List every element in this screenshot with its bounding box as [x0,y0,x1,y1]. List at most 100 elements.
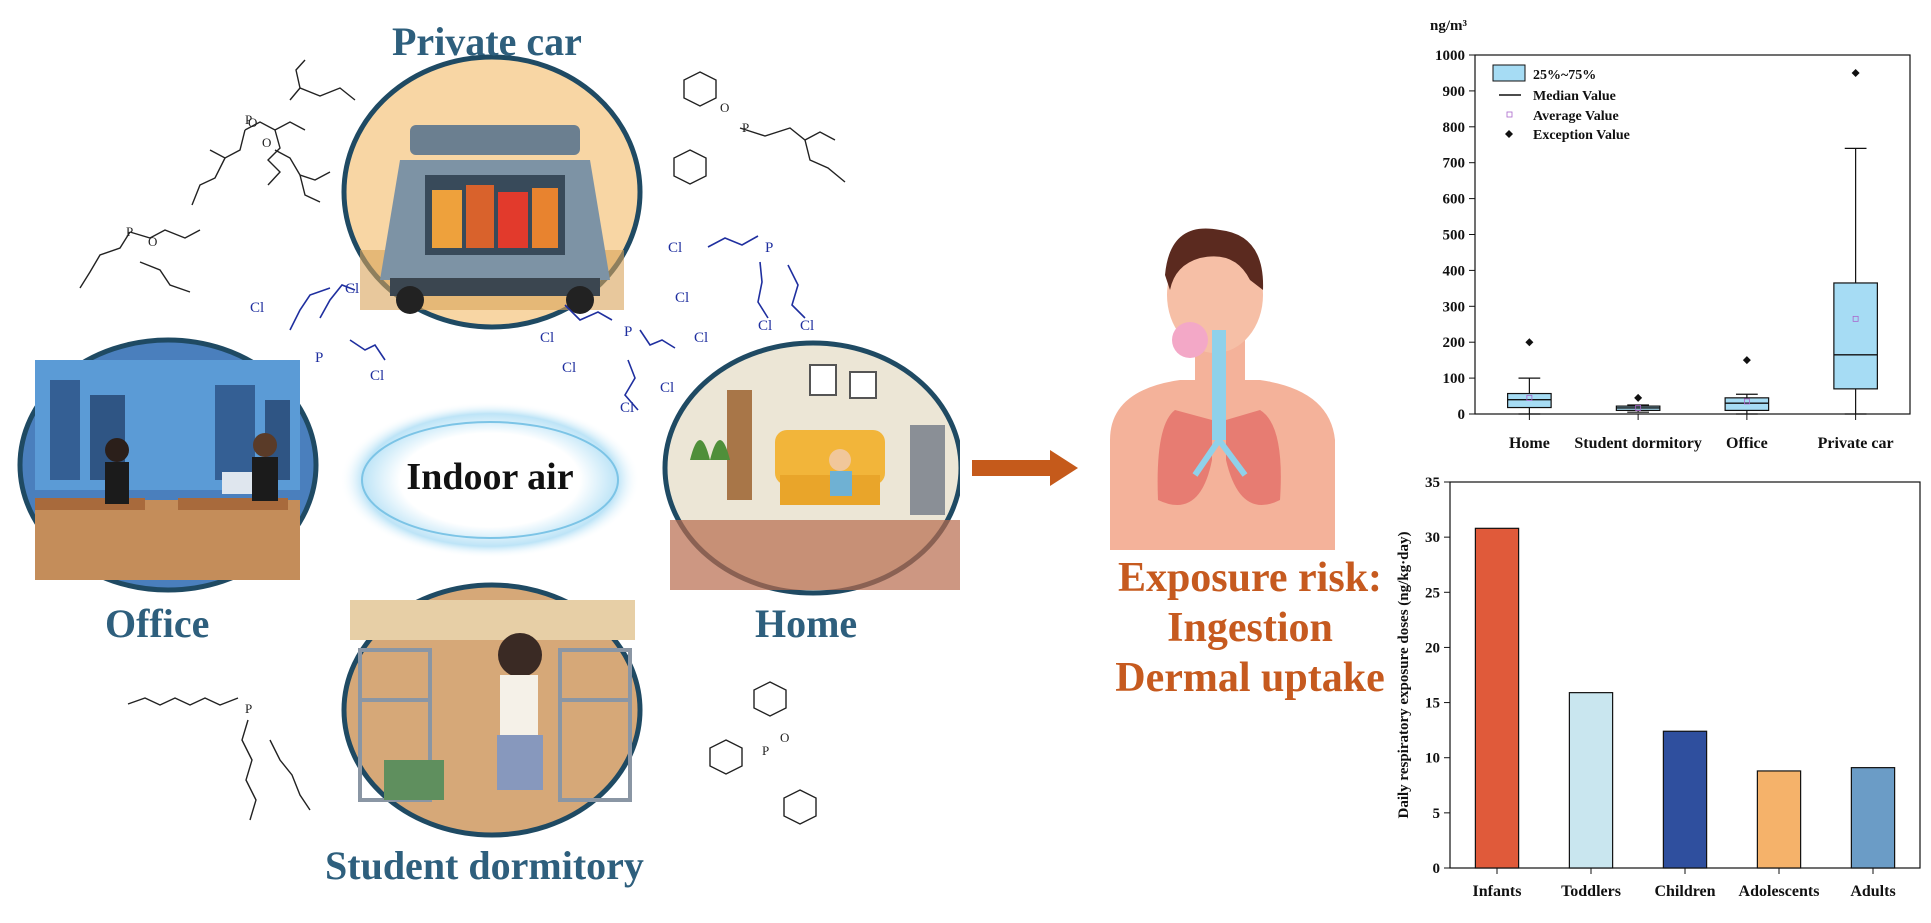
y-tick-label: 400 [1443,263,1466,279]
atom-label: Cl [668,240,682,256]
y-tick-label: 500 [1443,228,1466,244]
y-tick-label: 5 [1433,806,1441,822]
atom-label: P [245,112,252,127]
x-tick-label: Office [1726,435,1768,452]
atom-label: P [762,743,769,758]
atom-label: P [126,224,133,239]
molecule-tcep [707,235,806,319]
risk-line-3: Dermal uptake [1115,655,1385,701]
y-tick-label: 100 [1443,371,1466,387]
molecule-tbep [127,697,311,821]
molecule-ehdpp [673,71,846,185]
atom-label: Cl [675,290,689,306]
atom-label: P [765,240,773,256]
label-indoor-air: Indoor air [406,456,574,498]
atom-label: O [148,234,157,249]
atom-label: Cl [562,360,576,376]
legend-label: Median Value [1533,89,1616,104]
molecule-tehp [191,59,356,206]
y-tick-label: 800 [1443,120,1466,136]
x-tick-label: Infants [1473,883,1522,900]
private-car-scene [341,54,643,330]
molecule-tphp [709,681,817,825]
mean-marker [1743,398,1750,405]
exposure-figure [972,228,1335,550]
bar [1474,527,1520,869]
y-tick-label: 20 [1425,640,1440,656]
iqr-box [1833,282,1878,390]
atom-label: O [262,135,271,150]
bar [1850,767,1896,869]
x-tick-label: Children [1654,883,1715,900]
atom-label: Cl [800,318,814,334]
y-axis-label: Daily respiratory exposure doses (ng/kg·… [1396,532,1412,819]
atom-label: Cl [345,281,359,297]
x-tick-label: Adults [1850,883,1895,900]
x-tick-label: Toddlers [1561,883,1621,900]
y-tick-label: 700 [1443,156,1466,172]
outlier-point [1851,68,1860,77]
outlier-point [1742,356,1751,365]
mean-marker [1635,404,1642,411]
atom-label: P [624,324,632,340]
risk-line-2: Ingestion [1167,605,1333,651]
x-tick-label: Private car [1818,435,1894,452]
bar [1662,730,1708,869]
y-tick-label: 600 [1443,192,1466,208]
atom-label: P [245,701,252,716]
atom-label: Cl [250,300,264,316]
label-private-car: Private car [392,19,582,64]
atom-label: Cl [758,318,772,334]
y-tick-label: 25 [1425,585,1440,601]
label-office: Office [105,601,210,646]
outlier-point [1634,393,1643,402]
exposure-risk-text: Exposure risk: Ingestion Dermal uptake [1105,553,1395,703]
x-tick-label: Home [1509,435,1550,452]
atom-label: Cl [620,400,634,416]
y-tick-label: 15 [1425,696,1440,712]
atom-label: O [248,115,257,130]
boxplot-chart: ng/m³01002003004005006007008009001000Hom… [1430,18,1911,452]
y-tick-label: 1000 [1435,48,1465,64]
indoor-air-ring [361,421,619,539]
y-tick-label: 30 [1425,530,1440,546]
legend-swatch-outlier [1505,130,1513,138]
legend-swatch-box [1492,64,1526,82]
mean-marker [1852,315,1859,322]
atom-label: Cl [370,368,384,384]
y-tick-label: 35 [1425,475,1440,491]
legend-label: 25%~75% [1533,68,1596,83]
atom-label: Cl [540,330,554,346]
legend-label: Average Value [1533,109,1619,124]
bar [1756,770,1802,869]
legend-swatch-mean [1506,111,1513,118]
y-tick-label: 0 [1458,407,1466,423]
legend-label: Exception Value [1533,128,1630,143]
label-student-dormitory: Student dormitory [325,843,644,888]
y-tick-label: 900 [1443,84,1466,100]
molecule-tbp [79,229,201,293]
y-tick-label: 10 [1425,751,1440,767]
risk-line-1: Exposure risk: [1117,555,1383,601]
bar [1568,692,1614,869]
y-tick-label: 300 [1443,299,1466,315]
atom-label: Cl [660,380,674,396]
home-scene [662,340,960,596]
mean-marker [1526,394,1533,401]
arrow-to-human [972,450,1078,486]
molecule-tdcipp [289,284,676,411]
atom-label: P [315,350,323,366]
x-tick-label: Adolescents [1739,883,1820,900]
human-torso-figure [1110,228,1335,550]
label-home: Home [755,601,858,646]
x-tick-label: Student dormitory [1574,435,1702,452]
indoor-air-glow [340,402,640,558]
atom-label: Cl [694,330,708,346]
atom-label: O [720,100,729,115]
office-scene [17,337,319,593]
atom-labels-black: O O P P O P O P P O [126,100,789,758]
dormitory-scene [341,582,643,838]
atom-labels-blue: Cl Cl Cl P Cl Cl Cl Cl Cl Cl P Cl Cl Cl … [250,240,814,416]
scenes-panel: O O P P O P O P P O Cl Cl Cl P Cl Cl Cl … [17,54,960,838]
